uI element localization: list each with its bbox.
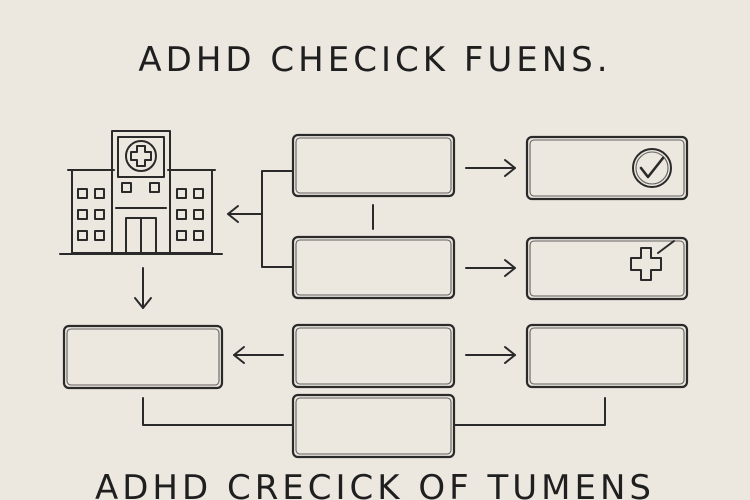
diagram-title: ADHD CHECICK FUENS. xyxy=(138,40,612,80)
arrow-top-right xyxy=(465,159,516,177)
medical-cross-icon xyxy=(630,240,675,281)
box-top-center xyxy=(291,133,456,198)
box-top-right xyxy=(525,135,689,201)
diagram-footer: ADHD CRECICK OF TUMENS xyxy=(94,468,656,500)
arrow-bottom-right xyxy=(465,346,516,364)
box-middle-center xyxy=(291,235,456,300)
checkmark-circle-icon xyxy=(632,148,672,188)
box-bottom-left xyxy=(62,324,224,390)
connector-bracket-left xyxy=(227,170,294,268)
hospital-icon xyxy=(59,130,223,255)
connector-bottom-right xyxy=(453,397,606,426)
arrow-down-hospital xyxy=(134,267,152,309)
connector-bottom-left xyxy=(142,397,294,426)
arrow-bottom-left xyxy=(233,346,284,364)
arrow-middle-right xyxy=(465,259,516,277)
box-bottom-center xyxy=(291,323,456,389)
box-middle-right xyxy=(525,236,689,301)
box-bottom-right xyxy=(525,323,689,389)
box-lowest-center xyxy=(291,393,456,459)
